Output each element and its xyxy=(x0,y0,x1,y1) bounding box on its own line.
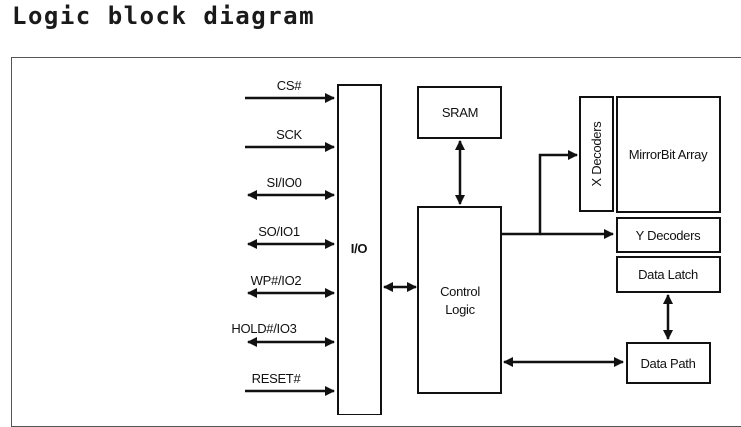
sram-block xyxy=(417,86,502,139)
page-title: Logic block diagram xyxy=(12,2,316,30)
control-logic-block xyxy=(417,206,502,394)
io-block-label: I/O xyxy=(351,241,368,256)
control-logic-label-line1: Control xyxy=(440,284,480,299)
control-logic-label-line2: Logic xyxy=(445,302,475,317)
data-path-label: Data Path xyxy=(640,356,695,371)
data-path-block xyxy=(626,342,711,384)
sram-label: SRAM xyxy=(442,105,478,120)
control-xdecoder-arrow xyxy=(502,150,578,236)
mirrorbit-array-block xyxy=(616,96,721,213)
io-block xyxy=(337,84,382,415)
y-decoders-block xyxy=(616,217,721,253)
signal-sck-label: SCK xyxy=(276,127,302,142)
data-latch-label: Data Latch xyxy=(638,267,698,282)
signal-si-io0-label: SI/IO0 xyxy=(266,175,301,190)
data-latch-block xyxy=(616,256,721,293)
signal-so-io1-label: SO/IO1 xyxy=(258,224,300,239)
x-decoders-block xyxy=(579,96,614,212)
logic-block-diagram: CS# SCK SI/IO0 SO/IO1 WP#/IO2 HOLD#/IO3 … xyxy=(231,78,721,415)
signal-wp-io2-label: WP#/IO2 xyxy=(251,273,302,288)
y-decoders-label: Y Decoders xyxy=(636,228,701,243)
x-decoders-label: X Decoders xyxy=(589,121,604,187)
signal-hold-io3-label: HOLD#/IO3 xyxy=(231,321,296,336)
signal-cs-label: CS# xyxy=(277,78,302,93)
signal-reset-label: RESET# xyxy=(252,371,302,386)
mirrorbit-array-label: MirrorBit Array xyxy=(629,147,708,162)
